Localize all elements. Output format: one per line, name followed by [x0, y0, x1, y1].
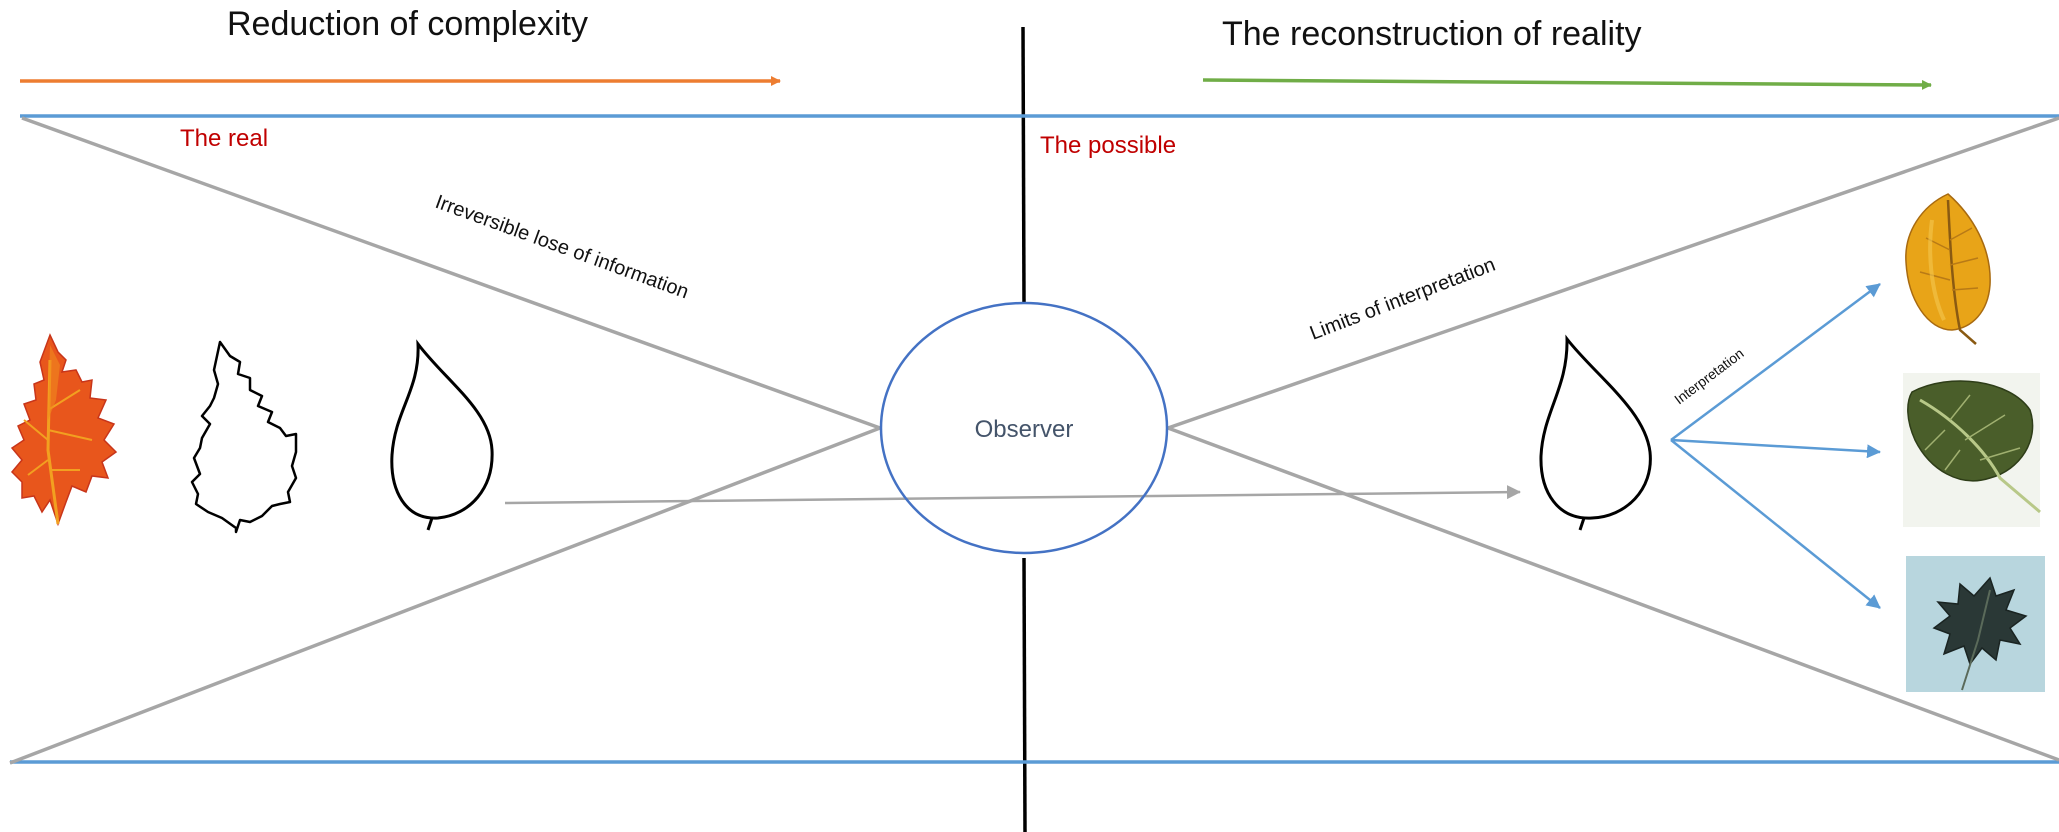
- interpretation-arrow-middle: [1670, 438, 1881, 459]
- label-irreversible-loss: Irreversible lose of information: [432, 191, 691, 303]
- observer-label: Observer: [975, 416, 1074, 443]
- label-the-possible: The possible: [1040, 132, 1176, 159]
- green-ivy-leaf-icon: [1903, 373, 2041, 527]
- dark-oak-leaf-icon: [1906, 556, 2045, 692]
- orange-red-maple-leaf-icon: [10, 333, 118, 527]
- simple-leaf-outline-icon: [390, 339, 494, 531]
- funnel-right-bottom: [1167, 426, 2059, 762]
- funnel-right-top: [1167, 116, 2059, 430]
- yellow-birch-leaf-icon: [1905, 193, 1991, 345]
- interpretation-arrow-bottom: [1670, 439, 1881, 609]
- transfer-arrow: [504, 485, 1521, 505]
- reconstruction-arrow: [1202, 78, 1932, 90]
- label-interpretation: Interpretation: [1671, 345, 1747, 407]
- label-limits-of-interpretation: Limits of interpretation: [1307, 254, 1499, 345]
- center-divider-top: [1021, 26, 1026, 303]
- funnel-left-bottom: [9, 426, 881, 765]
- observer-ellipse: [879, 301, 1169, 555]
- interpretation-leaf-outline-icon: [1539, 334, 1652, 531]
- interpretation-arrow-top: [1670, 282, 1881, 442]
- label-the-real: The real: [180, 125, 268, 152]
- title-left: Reduction of complexity: [227, 5, 588, 43]
- funnel-left-top: [21, 116, 881, 430]
- title-right: The reconstruction of reality: [1222, 15, 1642, 53]
- jagged-leaf-outline-icon: [190, 340, 298, 534]
- center-divider-bottom: [1022, 557, 1027, 832]
